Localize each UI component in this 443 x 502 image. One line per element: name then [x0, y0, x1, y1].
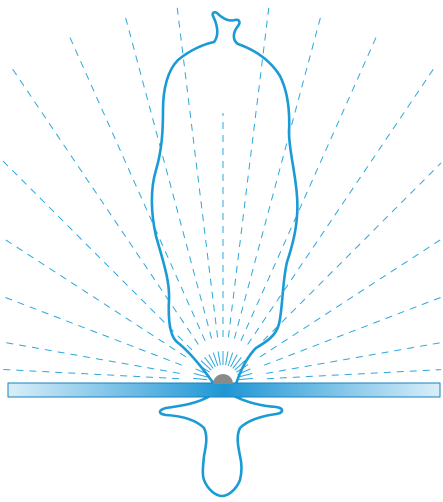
burst-line-8: [218, 351, 220, 365]
ray-line-18: [267, 370, 441, 379]
ray-line-11: [2, 238, 186, 358]
ray-line-4: [234, 14, 321, 339]
ray-line-8: [248, 66, 436, 345]
ray-line-7: [11, 66, 199, 345]
ray-line-15: [2, 342, 180, 373]
ray-line-16: [266, 343, 441, 374]
ray-lines: [2, 6, 441, 380]
ray-line-10: [254, 163, 441, 350]
burst-line-5: [205, 357, 214, 368]
ray-line-6: [241, 34, 378, 341]
ray-line-9: [2, 160, 192, 350]
ray-line-13: [2, 296, 182, 365]
reflector-bar: [8, 383, 440, 397]
burst-line-13: [233, 357, 242, 368]
point-source-icon: [213, 374, 233, 384]
back-lobe-outline: [160, 396, 282, 496]
burst-line-18: [239, 378, 253, 379]
ray-line-5: [68, 34, 205, 341]
burst-line-10: [226, 351, 228, 365]
ray-line-14: [264, 297, 441, 365]
burst-line-0: [193, 378, 207, 379]
ray-line-12: [260, 239, 441, 357]
ray-line-17: [2, 369, 179, 378]
